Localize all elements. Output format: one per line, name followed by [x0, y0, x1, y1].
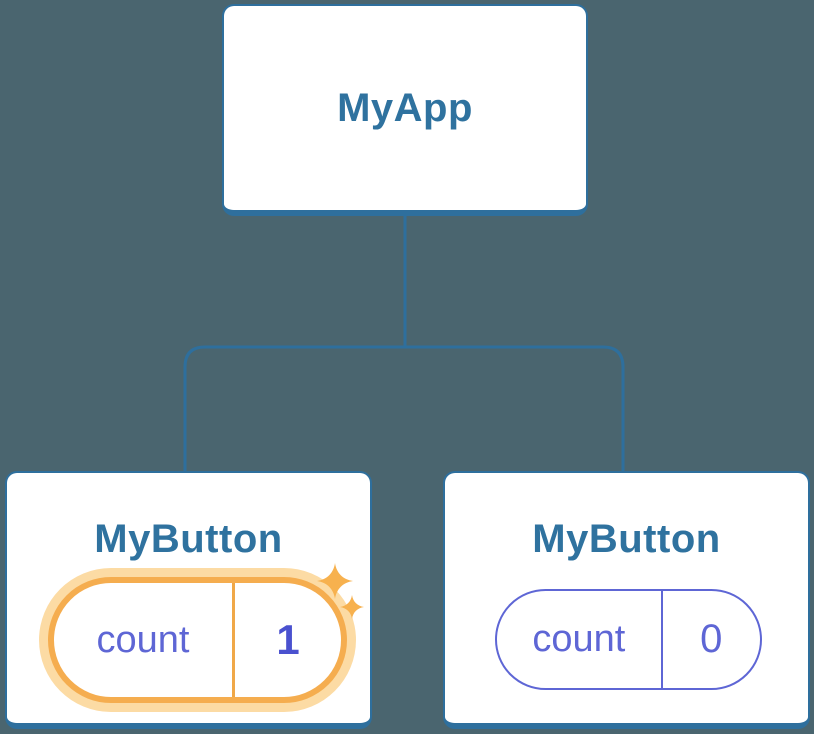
state-name: count	[532, 618, 626, 660]
mybutton-label: MyButton	[94, 517, 283, 561]
state-name: count	[96, 618, 190, 661]
state-value: 0	[700, 617, 723, 661]
mybutton-label: MyButton	[532, 517, 721, 561]
mybutton-node-highlighted: MyButton count 1	[5, 471, 372, 729]
state-pill-highlighted: count 1	[48, 577, 347, 703]
sparkle-icon-small	[340, 595, 364, 619]
state-value-cell: 0	[663, 591, 760, 688]
state-name-cell: count	[54, 583, 232, 697]
pill-divider	[660, 591, 663, 688]
state-value: 1	[276, 616, 300, 663]
state-pill-normal: count 0	[495, 589, 762, 690]
pill-divider	[232, 583, 236, 697]
mybutton-node-normal: MyButton count 0	[443, 471, 810, 729]
myapp-label: MyApp	[337, 85, 473, 130]
sparkle-icon-large	[317, 563, 353, 599]
state-name-cell: count	[497, 591, 661, 688]
state-value-cell: 1	[235, 583, 341, 697]
connector-branch-bracket	[183, 345, 625, 471]
myapp-node: MyApp	[222, 4, 588, 216]
